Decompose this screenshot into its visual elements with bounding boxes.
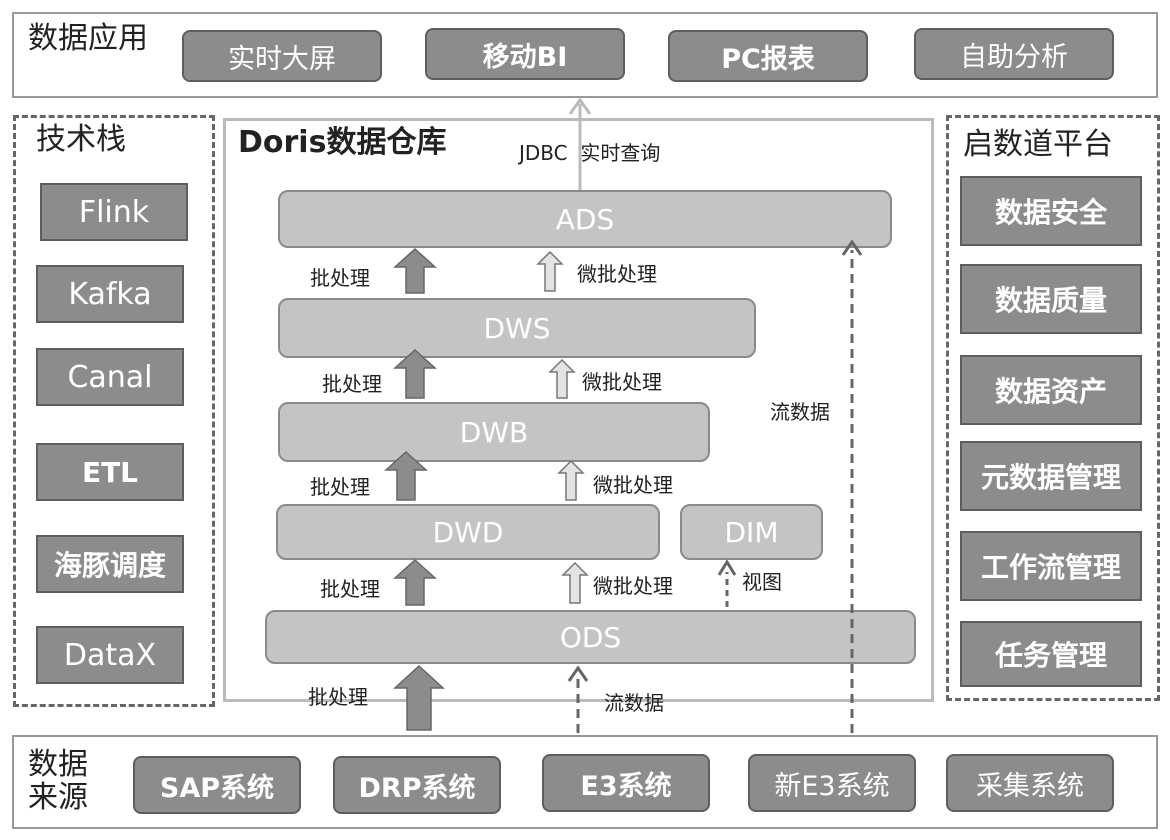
- source-new-e3[interactable]: 新E3系统: [748, 754, 916, 812]
- platform-workflow-management[interactable]: 工作流管理: [960, 531, 1142, 601]
- app-pc-report[interactable]: PC报表: [668, 30, 868, 82]
- qishudao-platform-title: 启数道平台: [963, 127, 1113, 162]
- batch-label-ods-dwd: 批处理: [320, 577, 380, 601]
- platform-task-management[interactable]: 任务管理: [960, 621, 1142, 687]
- microbatch-arrow-dws-ads: [536, 250, 564, 292]
- stream-data-label-bottom: 流数据: [604, 691, 664, 715]
- data-source-panel: [12, 735, 1158, 829]
- batch-label-dws-ads: 批处理: [310, 266, 370, 290]
- source-e3[interactable]: E3系统: [542, 754, 710, 812]
- data-source-title-line1: 数据: [28, 747, 88, 782]
- platform-data-quality[interactable]: 数据质量: [960, 264, 1142, 334]
- batch-arrow-dwd-dwb: [384, 450, 428, 501]
- stream-data-label-right: 流数据: [770, 400, 830, 424]
- data-application-panel: [12, 12, 1158, 98]
- source-drp[interactable]: DRP系统: [333, 756, 501, 814]
- data-source-title-line2: 来源: [28, 780, 88, 815]
- microbatch-arrow-dwd-dwb: [557, 459, 585, 501]
- tech-etl[interactable]: ETL: [36, 443, 184, 501]
- jdbc-query-arrow: [568, 97, 592, 190]
- microbatch-arrow-dwb-dws: [548, 358, 576, 399]
- app-realtime-screen[interactable]: 实时大屏: [182, 30, 382, 82]
- view-arrow-ods-dim: [717, 559, 737, 607]
- tech-stack-title: 技术栈: [36, 122, 126, 157]
- doris-warehouse-title-text: Doris数据仓库: [238, 125, 447, 160]
- batch-label-dwb-dws: 批处理: [322, 372, 382, 396]
- batch-label-source-ods: 批处理: [308, 685, 368, 709]
- layer-ods[interactable]: ODS: [265, 610, 916, 664]
- batch-arrow-ods-dwd: [393, 558, 437, 606]
- layer-dws[interactable]: DWS: [278, 298, 756, 358]
- microbatch-label-ods-dwd: 微批处理: [593, 574, 673, 598]
- data-source-title: 数据 来源: [28, 748, 88, 814]
- tech-kafka[interactable]: Kafka: [36, 265, 184, 323]
- layer-ads[interactable]: ADS: [278, 190, 892, 248]
- doris-warehouse-title: Doris数据仓库: [238, 128, 446, 158]
- platform-metadata-management[interactable]: 元数据管理: [960, 441, 1142, 511]
- batch-arrow-dwb-dws: [393, 348, 437, 399]
- layer-dwb[interactable]: DWB: [278, 402, 710, 462]
- batch-arrow-dws-ads: [393, 247, 437, 294]
- tech-stack-panel: [13, 115, 215, 707]
- platform-data-security[interactable]: 数据安全: [960, 176, 1142, 246]
- tech-flink[interactable]: Flink: [40, 183, 188, 241]
- qishudao-platform-panel: [946, 115, 1160, 701]
- tech-dolphin-scheduler[interactable]: 海豚调度: [36, 535, 184, 593]
- platform-data-assets[interactable]: 数据资产: [960, 355, 1142, 425]
- layer-dim[interactable]: DIM: [680, 504, 823, 560]
- batch-arrow-source-ods: [393, 664, 445, 731]
- source-sap[interactable]: SAP系统: [133, 756, 301, 814]
- app-self-analysis[interactable]: 自助分析: [914, 28, 1114, 80]
- jdbc-realtime-query-label: JDBC 实时查询: [519, 141, 661, 165]
- microbatch-label-dwd-dwb: 微批处理: [593, 473, 673, 497]
- app-mobile-bi[interactable]: 移动BI: [425, 28, 625, 80]
- batch-label-dwd-dwb: 批处理: [310, 475, 370, 499]
- source-collection[interactable]: 采集系统: [946, 754, 1114, 812]
- microbatch-label-dws-ads: 微批处理: [577, 262, 657, 286]
- layer-dwd[interactable]: DWD: [276, 504, 660, 560]
- view-label: 视图: [742, 570, 782, 594]
- tech-datax[interactable]: DataX: [36, 626, 184, 684]
- tech-canal[interactable]: Canal: [36, 348, 184, 406]
- microbatch-label-dwb-dws: 微批处理: [582, 370, 662, 394]
- data-application-title: 数据应用: [28, 21, 148, 56]
- stream-arrow-source-ads: [841, 239, 863, 733]
- microbatch-arrow-ods-dwd: [561, 561, 589, 604]
- stream-arrow-source-ods: [567, 665, 589, 733]
